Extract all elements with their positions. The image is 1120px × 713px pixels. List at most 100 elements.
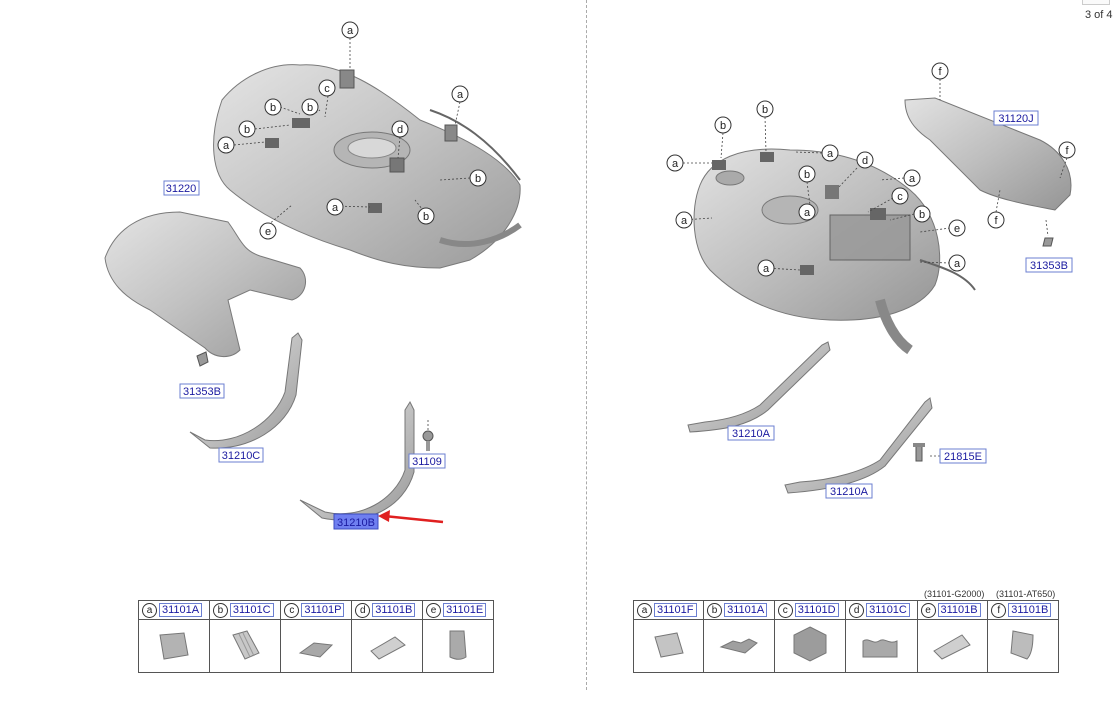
svg-text:a: a bbox=[347, 25, 354, 37]
svg-text:b: b bbox=[244, 124, 250, 136]
svg-text:c: c bbox=[897, 191, 903, 203]
callout-b[interactable]: b bbox=[913, 205, 931, 223]
svg-text:b: b bbox=[762, 104, 768, 116]
svg-text:a: a bbox=[804, 207, 811, 219]
bolt-21815e bbox=[913, 443, 925, 462]
callout-b[interactable]: b bbox=[756, 100, 774, 118]
part-label-31120j[interactable]: 31120J bbox=[993, 110, 1039, 126]
pad-stepped-icon bbox=[719, 637, 758, 654]
callout-a[interactable]: a bbox=[798, 203, 816, 221]
callout-e[interactable]: e bbox=[948, 219, 966, 237]
legend-image-f bbox=[987, 619, 1059, 673]
callout-b[interactable]: b bbox=[417, 207, 435, 225]
heat-shield-left bbox=[104, 211, 307, 357]
legend-image-a bbox=[632, 619, 705, 673]
svg-text:e: e bbox=[954, 223, 960, 235]
callout-a[interactable]: a bbox=[675, 211, 693, 229]
callout-c[interactable]: c bbox=[318, 79, 336, 97]
legend-image-b bbox=[208, 619, 282, 673]
svg-text:b: b bbox=[423, 211, 429, 223]
callout-a[interactable]: a bbox=[666, 154, 684, 172]
legend-image-c bbox=[280, 619, 353, 673]
svg-text:31353B: 31353B bbox=[183, 386, 221, 398]
strap-31210b bbox=[299, 400, 415, 521]
part-label-31220[interactable]: 31220 bbox=[163, 180, 200, 196]
pad-square-icon bbox=[159, 631, 189, 660]
svg-text:31220: 31220 bbox=[166, 183, 197, 195]
selection-arrow-line bbox=[383, 514, 444, 524]
callout-f[interactable]: f bbox=[1058, 141, 1076, 159]
right-diagram: a a a a a a a b b b b c d e f f f 31120J… bbox=[666, 62, 1076, 499]
left-diagram: a a a a b b b b b c d e 31220 31353B 312… bbox=[104, 21, 522, 530]
callout-a[interactable]: a bbox=[903, 169, 921, 187]
callout-e[interactable]: e bbox=[259, 222, 277, 240]
callout-a[interactable]: a bbox=[341, 21, 359, 39]
callout-b[interactable]: b bbox=[798, 165, 816, 183]
part-label-31353b-right[interactable]: 31353B bbox=[1025, 257, 1073, 273]
callout-f[interactable]: f bbox=[987, 211, 1005, 229]
callout-a[interactable]: a bbox=[326, 198, 344, 216]
legend-image-c bbox=[773, 619, 847, 673]
part-label-31210a-rear[interactable]: 31210A bbox=[825, 483, 873, 499]
part-label-31210a-front[interactable]: 31210A bbox=[727, 425, 775, 441]
strap-31210a-rear bbox=[784, 397, 933, 494]
callout-b[interactable]: b bbox=[469, 169, 487, 187]
callout-d[interactable]: d bbox=[391, 120, 409, 138]
pad-hex-icon bbox=[793, 625, 827, 662]
strap-31210c bbox=[189, 332, 303, 449]
svg-text:21815E: 21815E bbox=[944, 451, 982, 463]
legend-image-a bbox=[138, 619, 210, 673]
pad-flat-icon bbox=[370, 635, 407, 660]
svg-text:31210C: 31210C bbox=[222, 450, 261, 462]
callout-a[interactable]: a bbox=[821, 144, 839, 162]
part-label-31353b-left[interactable]: 31353B bbox=[179, 383, 225, 399]
svg-text:f: f bbox=[994, 215, 998, 227]
pad-wave-icon bbox=[862, 638, 898, 657]
heat-shield-right bbox=[904, 97, 1072, 211]
pad-angled-icon bbox=[299, 641, 334, 658]
svg-text:b: b bbox=[720, 120, 726, 132]
fuel-tank-right bbox=[693, 148, 976, 355]
callout-a[interactable]: a bbox=[948, 254, 966, 272]
svg-text:c: c bbox=[324, 83, 330, 95]
legend-note-e: (31101-G2000) bbox=[924, 589, 985, 599]
svg-text:31109: 31109 bbox=[412, 456, 442, 468]
callout-b[interactable]: b bbox=[714, 116, 732, 134]
part-label-21815e[interactable]: 21815E bbox=[939, 448, 987, 464]
callout-a[interactable]: a bbox=[217, 136, 235, 154]
callout-c[interactable]: c bbox=[891, 187, 909, 205]
part-label-31109[interactable]: 31109 bbox=[408, 453, 446, 469]
callout-a[interactable]: a bbox=[757, 259, 775, 277]
svg-text:31210A: 31210A bbox=[830, 486, 869, 498]
bolt-31109 bbox=[422, 430, 434, 451]
callout-b[interactable]: b bbox=[238, 120, 256, 138]
part-label-31210b-selected[interactable]: 31210B bbox=[333, 513, 379, 530]
legend-note-f: (31101-AT650) bbox=[996, 589, 1056, 599]
callout-d[interactable]: d bbox=[856, 151, 874, 169]
callout-a[interactable]: a bbox=[451, 85, 469, 103]
svg-text:f: f bbox=[938, 66, 942, 78]
callout-b[interactable]: b bbox=[264, 98, 282, 116]
legend-image-e bbox=[916, 619, 989, 673]
leader-lines-right bbox=[682, 79, 1068, 457]
selection-arrow-head bbox=[378, 510, 390, 522]
callout-b[interactable]: b bbox=[301, 98, 319, 116]
svg-text:b: b bbox=[804, 169, 810, 181]
callout-f[interactable]: f bbox=[931, 62, 949, 80]
svg-text:a: a bbox=[909, 173, 916, 185]
callouts-right: a a a a a a a b b b b c d e f f f bbox=[666, 62, 1076, 277]
part-label-31210c[interactable]: 31210C bbox=[218, 447, 264, 463]
